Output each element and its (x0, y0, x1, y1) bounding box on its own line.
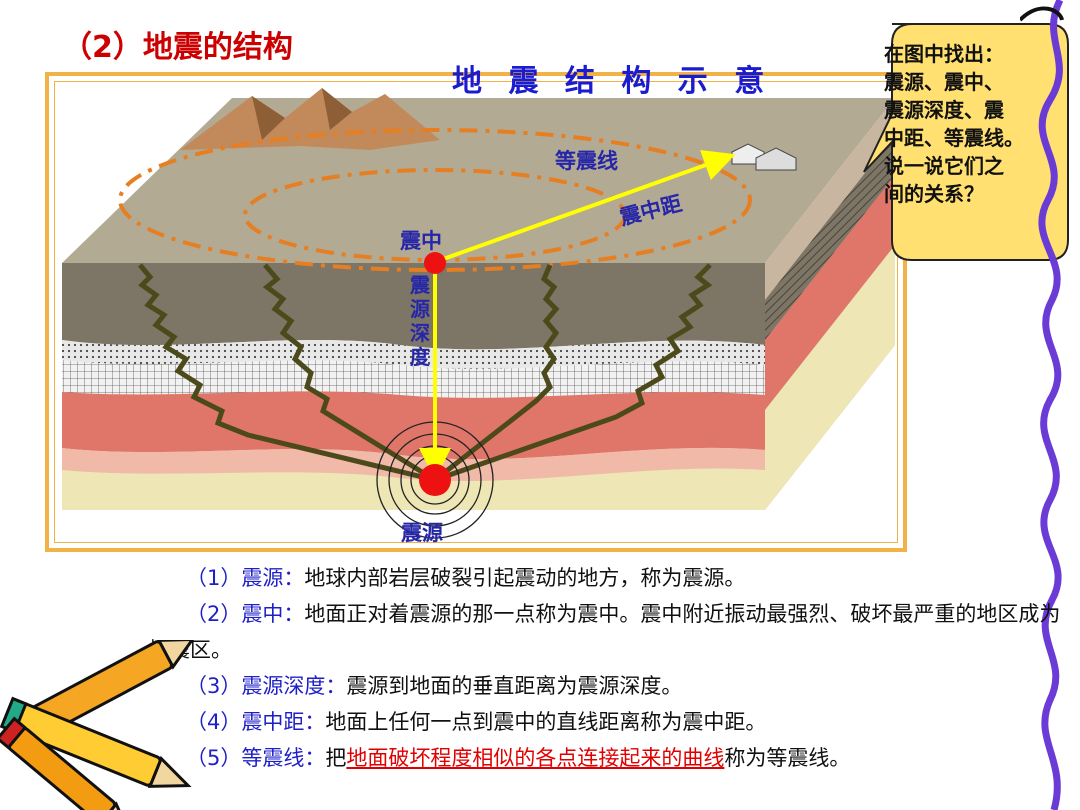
callout-line: 震源深度、震 (884, 98, 1004, 122)
epicenter-label: 震中 (400, 229, 442, 253)
isoseismal-label: 等震线 (555, 149, 618, 173)
callout-text: 在图中找出： 震源、震中、 震源深度、震 中距、等震线。 说一说它们之 间的关系… (884, 40, 1060, 208)
callout-line: 间的关系？ (884, 182, 984, 206)
highlighted-phrase: 地面破坏程度相似的各点连接起来的曲线 (346, 746, 725, 770)
pencils-clipart-icon (0, 640, 196, 810)
epicenter-dot (424, 252, 446, 274)
callout-line: 震源、震中、 (884, 70, 1004, 94)
focus-label: 震源 (401, 521, 443, 545)
definitions-list: （1）震源：地球内部岩层破裂引起震动的地方，称为震源。 （2）震中：地面正对着震… (148, 560, 1063, 776)
house-icon (731, 143, 797, 171)
definition-item: （1）震源：地球内部岩层破裂引起震动的地方，称为震源。 (186, 566, 746, 590)
definition-item: （4）震中距：地面上任何一点到震中的直线距离称为震中距。 (186, 710, 767, 734)
speech-bubble-callout (863, 23, 1069, 261)
spiral-binding-icon (1020, 0, 1064, 810)
slide-title: （2）地震的结构 (62, 30, 293, 65)
focal-depth-label: 震源深度 (410, 273, 431, 369)
focus-dot (419, 464, 451, 496)
figure-title: 地 震 结 构 示 意 (452, 64, 773, 99)
definition-item: （5）等震线：把地面破坏程度相似的各点连接起来的曲线称为等震线。 (186, 746, 851, 770)
callout-line: 中距、等震线。 (884, 126, 1024, 150)
callout-line: 在图中找出： (884, 42, 1004, 66)
definition-item: （3）震源深度：震源到地面的垂直距离为震源深度。 (186, 674, 683, 698)
definition-item: （2）震中：地面正对着震源的那一点称为震中。震中附近振动最强烈、破坏最严重的地区… (148, 602, 1061, 662)
callout-line: 说一说它们之 (884, 154, 1004, 178)
